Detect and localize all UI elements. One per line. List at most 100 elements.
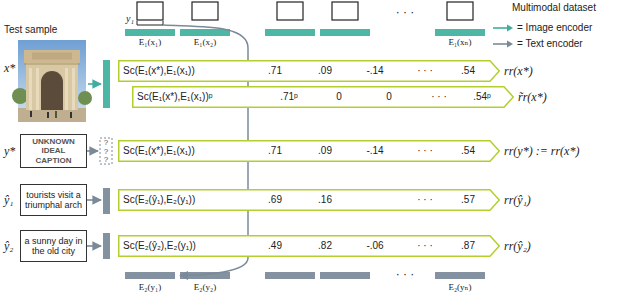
text-embedding-bar [103,188,110,214]
embedding-bar [265,29,315,36]
ranking-label: rr(ŷ₁) [504,194,531,206]
caption-embeddings [125,272,485,279]
ranking-label: r̃r(x*) [518,91,547,103]
column [72,68,75,110]
embedding-label: E₂(yₙ) [448,283,471,292]
embedding-bar [180,29,230,36]
person [47,112,49,118]
column [29,68,32,110]
caption-text: a sunny day in the old city [24,236,83,257]
unknown-embedding-box [100,138,112,164]
similarity-value: 0 [386,92,392,102]
sample-symbol: ŷ₂ [4,240,14,252]
dataset-images [137,2,473,25]
similarity-value: · · · [417,66,433,76]
text-encoder-arrow [87,199,101,201]
person [70,112,72,118]
tree [78,91,92,105]
image-thumb [192,2,218,20]
arch-inscription [32,53,72,60]
embedding-bar [125,272,175,279]
similarity-row: Sᴄ(E₁(x*),E₁(x₁)).71.09-.14· · ·.54 [118,60,500,82]
image-thumb [137,2,163,20]
caption-box: tourists visit a triumphal arch [20,184,87,216]
similarity-value: .71 [268,66,282,76]
similarity-value: -.06 [366,241,383,251]
image-thumb [447,2,473,20]
caption-symbol: y₁ [126,14,134,24]
column [65,68,68,110]
sample-symbol: x* [4,62,15,74]
arrowhead [507,25,513,32]
similarity-value: .57 [461,195,475,205]
section-label: Test sample [4,25,57,35]
similarity-formula: Sᴄ(E₂(ŷ₂),E₂(y₁)) [123,241,196,251]
cornice [24,64,80,65]
similarity-formula: Sᴄ(E₁(x*),E₁(x₁)) [123,146,195,156]
caption-text: tourists visit a triumphal arch [24,190,83,211]
ellipsis: · · · [396,6,415,18]
similarity-value: .09 [318,66,332,76]
embedding-label: E₁(x₁) [139,38,161,47]
embedding-label: E₁(x₂) [194,38,216,47]
similarity-row: Sᴄ(E₁(x*),E₁(x₁)).71.09-.14· · ·.54 [118,140,500,162]
caption-text: UNKNOWN IDEAL CAPTION [24,137,83,165]
similarity-value: · · · [431,92,447,102]
ground [18,108,86,122]
test-image [12,40,92,122]
arrowhead [507,41,513,48]
similarity-value: .87 [461,241,475,251]
similarity-value: .09 [318,146,332,156]
legend-text: = Text encoder [517,39,583,49]
arrow-sample [492,23,514,33]
similarity-value: .82 [318,241,332,251]
similarity-value: · · · [417,195,433,205]
dataset-title: Multimodal dataset [512,3,596,13]
legend-item: = Image encoder [492,23,592,33]
image-embedding-bar [103,60,110,108]
arch-attic [24,50,80,63]
unknown-mark: ? [104,139,108,147]
chevron-shape [119,236,500,257]
ranking-label: rr(ŷ₂) [504,240,531,252]
similarity-value: .54 [461,66,475,76]
embedding-label: E₂(y₁) [139,283,161,292]
chevron-shape [119,61,500,82]
embedding-bar [320,272,370,279]
similarity-value: .69 [268,195,282,205]
similarity-formula: Sᴄ(E₂(ŷ₁),E₂(y₁)) [123,195,195,205]
similarity-value: .49 [268,241,282,251]
embedding-label: E₁(xₙ) [448,38,471,47]
image-thumb [332,2,358,20]
tree [12,88,28,104]
ranking-label: rr(y*) := rr(x*) [504,145,579,157]
similarity-row: Sᴄ(E₁(x*),E₁(x₁))ᵖ.71ᵖ00· · ·.54ᵖ [132,86,514,108]
image-thumb [277,2,303,20]
chevron-shape [119,141,500,162]
text-encoder-arrow [87,150,98,152]
similarity-value: .54ᵖ [473,92,491,102]
image-embeddings [125,29,485,36]
similarity-value: .71 [268,146,282,156]
person [55,111,57,118]
person [30,111,32,117]
legend-item: = Text encoder [492,39,583,49]
caption-box: a sunny day in the old city [20,230,87,262]
embedding-bar [435,272,485,279]
similarity-formula: Sᴄ(E₁(x*),E₁(x₁)) [123,66,195,76]
chevron-shape [133,87,514,108]
arrow-sample [492,39,514,49]
caption-box: UNKNOWN IDEAL CAPTION [20,134,87,168]
arch-body [26,58,78,110]
sample-symbol: y* [4,145,15,157]
embedding-bar [265,272,315,279]
similarity-formula: Sᴄ(E₁(x*),E₁(x₁))ᵖ [137,92,213,102]
similarity-value: · · · [417,241,433,251]
bracket [137,21,163,25]
text-embedding-bar [103,233,110,259]
sample-symbol: ŷ₁ [4,194,14,206]
embedding-label: E₂(y₂) [194,283,216,292]
arch-opening [41,71,63,110]
ranking-label: rr(x*) [504,65,533,77]
embedding-bar [320,29,370,36]
